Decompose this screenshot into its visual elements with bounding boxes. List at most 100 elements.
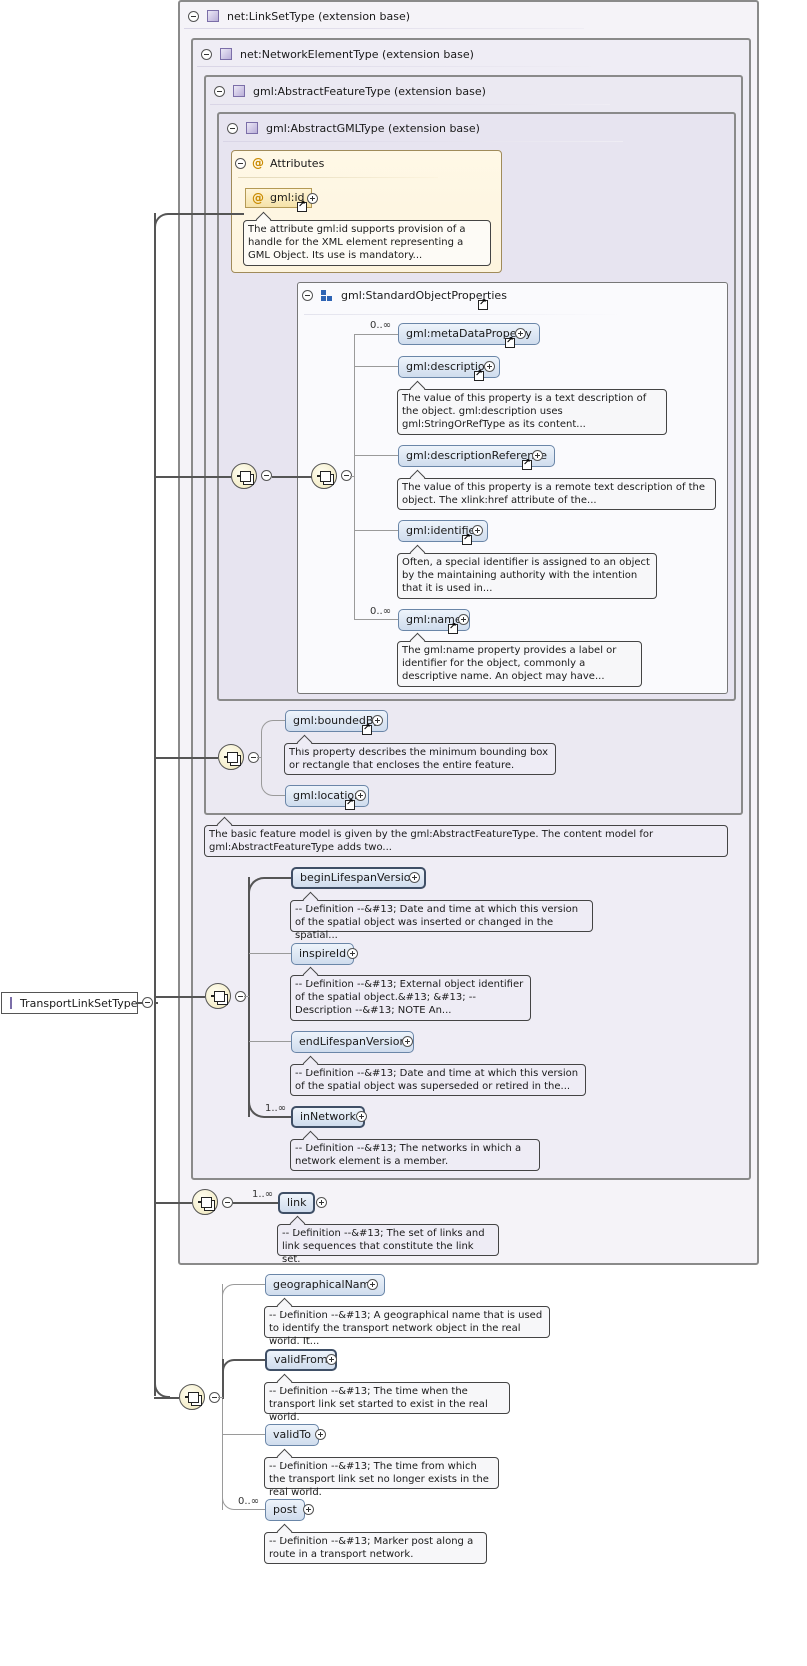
expand-icon[interactable] bbox=[326, 1354, 337, 1365]
begin-lifespan-version-element[interactable]: beginLifespanVersion bbox=[291, 867, 427, 889]
sequence-compositor[interactable] bbox=[179, 1384, 205, 1410]
valid-to-element[interactable]: validTo bbox=[265, 1424, 319, 1446]
expand-icon[interactable] bbox=[367, 1279, 378, 1290]
inspire-id-element[interactable]: inspireId bbox=[291, 943, 355, 965]
expand-icon[interactable] bbox=[303, 1504, 314, 1515]
reference-arrow-icon[interactable] bbox=[297, 200, 307, 212]
expand-icon[interactable] bbox=[307, 193, 318, 204]
attribute-at-icon: @ bbox=[252, 156, 264, 170]
connector bbox=[354, 334, 355, 620]
connector bbox=[137, 1002, 146, 1004]
expand-icon[interactable] bbox=[515, 328, 526, 339]
collapse-networkelement-icon[interactable] bbox=[201, 48, 212, 60]
sequence-compositor[interactable] bbox=[218, 744, 244, 770]
link-element[interactable]: link bbox=[278, 1192, 316, 1214]
connector-curve bbox=[248, 877, 268, 897]
expand-icon[interactable] bbox=[356, 1111, 367, 1122]
connector bbox=[237, 1509, 265, 1510]
networkelement-extension-label: net:NetworkElementType (extension base) bbox=[240, 47, 474, 61]
complex-type-icon bbox=[10, 997, 12, 1009]
expand-icon[interactable] bbox=[347, 948, 358, 959]
sequence-compositor[interactable] bbox=[205, 983, 231, 1009]
reference-arrow-icon[interactable] bbox=[505, 336, 515, 348]
connector bbox=[272, 476, 312, 478]
connector bbox=[154, 213, 156, 1396]
collapse-group-icon[interactable] bbox=[302, 290, 313, 301]
connector bbox=[218, 1397, 223, 1398]
bounded-by-doc: This property describes the minimum boun… bbox=[284, 743, 556, 775]
connector-curve bbox=[222, 1359, 238, 1375]
reference-arrow-icon[interactable] bbox=[362, 723, 372, 735]
gml-id-attribute[interactable]: @ gml:id bbox=[245, 188, 312, 208]
expand-icon[interactable] bbox=[315, 1429, 326, 1440]
connector bbox=[154, 757, 218, 759]
sequence-compositor[interactable] bbox=[192, 1189, 218, 1215]
collapse-sequence-icon[interactable] bbox=[341, 470, 352, 481]
connector-bracket bbox=[261, 720, 285, 796]
gml-id-doc: The attribute gml:id supports provision … bbox=[243, 220, 491, 266]
connector bbox=[154, 1397, 179, 1399]
expand-icon[interactable] bbox=[409, 872, 420, 883]
collapse-abstractgml-icon[interactable] bbox=[227, 122, 238, 134]
divider bbox=[238, 177, 438, 178]
connector-curve bbox=[222, 1284, 238, 1300]
expand-icon[interactable] bbox=[484, 361, 495, 372]
geographical-name-doc: -- Definition --&#13; A geographical nam… bbox=[264, 1306, 550, 1347]
identifier-doc: Often, a special identifier is assigned … bbox=[397, 553, 657, 599]
in-network-element[interactable]: inNetwork bbox=[291, 1106, 365, 1128]
complex-type-icon bbox=[246, 122, 258, 134]
begin-lifespan-version-doc: -- Definition --&#13; Date and time at w… bbox=[290, 900, 593, 941]
connector-curve bbox=[222, 1494, 238, 1510]
connector bbox=[249, 1041, 292, 1042]
abstract-feature-doc: The basic feature model is given by the … bbox=[204, 825, 728, 857]
connector bbox=[248, 877, 250, 1117]
expand-icon[interactable] bbox=[472, 525, 483, 536]
root-type-box[interactable]: TransportLinkSetType bbox=[1, 992, 138, 1014]
reference-arrow-icon[interactable] bbox=[478, 298, 488, 310]
geographical-name-element[interactable]: geographicalName bbox=[265, 1274, 386, 1296]
divider bbox=[184, 28, 584, 29]
connector bbox=[237, 1284, 265, 1285]
expand-icon[interactable] bbox=[372, 715, 383, 726]
sequence-compositor[interactable] bbox=[231, 463, 257, 489]
expand-icon[interactable] bbox=[355, 790, 366, 801]
connector bbox=[354, 530, 398, 531]
sequence-compositor[interactable] bbox=[311, 463, 337, 489]
reference-arrow-icon[interactable] bbox=[474, 369, 484, 381]
gml-id-label: gml:id bbox=[270, 191, 305, 204]
connector bbox=[354, 366, 398, 367]
connector bbox=[233, 1202, 279, 1204]
collapse-sequence-icon[interactable] bbox=[222, 1197, 233, 1208]
collapse-sequence-icon[interactable] bbox=[261, 470, 272, 481]
valid-from-element[interactable]: validFrom bbox=[265, 1349, 337, 1371]
collapse-root-icon[interactable] bbox=[142, 997, 153, 1008]
linkset-extension-label: net:LinkSetType (extension base) bbox=[227, 9, 411, 23]
expand-icon[interactable] bbox=[316, 1197, 327, 1208]
collapse-abstractfeature-icon[interactable] bbox=[214, 85, 225, 97]
reference-arrow-icon[interactable] bbox=[462, 533, 472, 545]
post-element[interactable]: post bbox=[265, 1499, 305, 1521]
reference-arrow-icon[interactable] bbox=[345, 798, 355, 810]
end-lifespan-version-element[interactable]: endLifespanVersion bbox=[291, 1031, 415, 1053]
occurrence-label: 0..∞ bbox=[238, 1496, 260, 1507]
reference-arrow-icon[interactable] bbox=[522, 458, 532, 470]
divider bbox=[197, 66, 597, 67]
connector bbox=[244, 996, 249, 997]
link-doc: -- Definition --&#13; The set of links a… bbox=[277, 1224, 499, 1265]
connector bbox=[236, 1359, 265, 1361]
collapse-linkset-icon[interactable] bbox=[188, 10, 199, 22]
divider bbox=[223, 141, 623, 142]
expand-icon[interactable] bbox=[402, 1036, 413, 1047]
divider bbox=[210, 104, 610, 105]
inspire-id-doc: -- Definition --&#13; External object id… bbox=[290, 975, 531, 1021]
description-reference-element[interactable]: gml:descriptionReference bbox=[398, 445, 556, 467]
standard-props-header: gml:StandardObjectProperties bbox=[302, 289, 507, 302]
collapse-attributes-icon[interactable] bbox=[235, 157, 246, 169]
reference-arrow-icon[interactable] bbox=[448, 622, 458, 634]
occurrence-label: 0..∞ bbox=[370, 606, 392, 617]
connector-curve bbox=[248, 1098, 268, 1118]
in-network-doc: -- Definition --&#13; The networks in wh… bbox=[290, 1139, 540, 1171]
divider bbox=[304, 314, 624, 315]
expand-icon[interactable] bbox=[458, 614, 469, 625]
expand-icon[interactable] bbox=[532, 450, 543, 461]
